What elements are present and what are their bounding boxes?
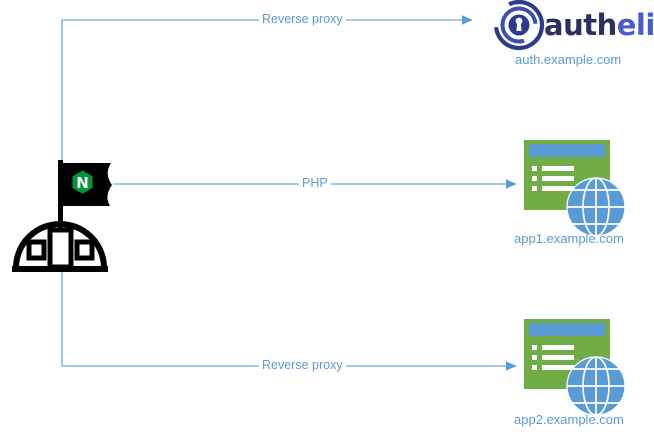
app1-server-icon: [524, 140, 626, 237]
authelia-wordmark-part2: elia: [616, 8, 654, 42]
edge-label-php: PHP: [299, 176, 331, 190]
edge-label-reverse-proxy-authelia: Reverse proxy: [259, 12, 346, 26]
nginx-flag-letter: N: [76, 174, 89, 192]
app2-server-icon: [524, 319, 626, 416]
caption-app1-domain: app1.example.com: [514, 231, 624, 246]
nginx-fortress-icon: N: [12, 160, 112, 272]
authelia-keyhole-icon: [493, 0, 545, 51]
authelia-wordmark-part1: auth: [544, 8, 617, 42]
connector-nginx-to-authelia: [61, 15, 473, 188]
caption-app2-domain: app2.example.com: [514, 412, 624, 427]
caption-auth-domain: auth.example.com: [515, 52, 622, 67]
edge-label-reverse-proxy-app2: Reverse proxy: [259, 358, 346, 372]
connector-nginx-to-app2: [61, 272, 517, 371]
authelia-wordmark: authelia: [544, 8, 654, 42]
